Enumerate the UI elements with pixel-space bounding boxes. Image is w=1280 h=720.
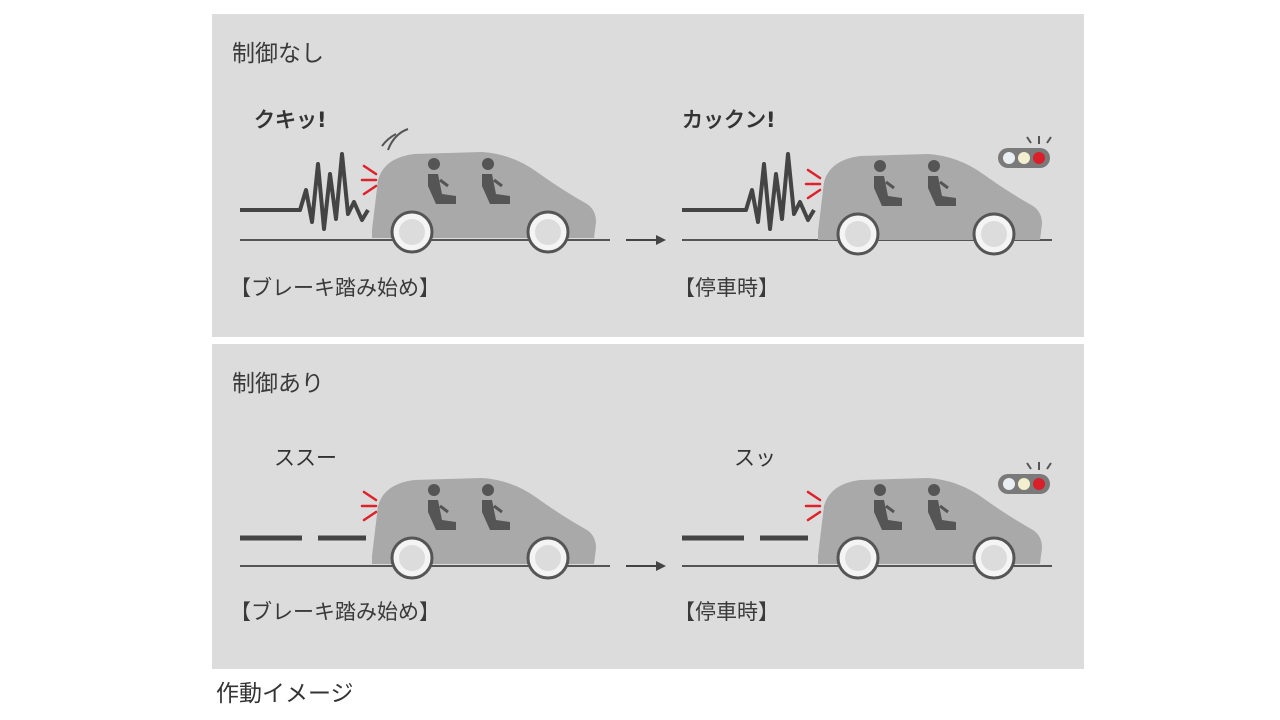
panel-without-control: 制御なし クキッ! カックン! 【ブレーキ踏み始め】 【停車時】 [212, 14, 1084, 337]
jerk-waveform [240, 152, 370, 231]
sound-effect-text: スッ [734, 446, 776, 470]
sound-effect-text: カックン! [682, 108, 776, 132]
brake-light-rays-icon [360, 164, 378, 196]
stage-label: 【停車時】 [674, 600, 779, 624]
scene-with-control [240, 461, 1052, 580]
brake-light-rays-icon [804, 168, 822, 200]
stage-label: 【ブレーキ踏み始め】 [230, 276, 440, 300]
scene-without-control [240, 128, 1052, 256]
arrow-right-icon [625, 234, 667, 246]
figure-caption: 作動イメージ [216, 681, 354, 707]
arrow-right-icon [625, 560, 667, 572]
sound-effect-text: クキッ! [254, 108, 327, 132]
traffic-light-icon [997, 461, 1052, 495]
brake-light-rays-icon [804, 490, 822, 522]
brake-light-rays-icon [360, 490, 378, 522]
sound-effect-text: ススー [274, 446, 337, 470]
traffic-light-icon [997, 135, 1052, 169]
jerk-waveform [682, 152, 816, 231]
sound-wave-icon [381, 128, 409, 151]
stage-label: 【停車時】 [674, 276, 779, 300]
stage-label: 【ブレーキ踏み始め】 [230, 600, 440, 624]
panel-with-control: 制御あり ススー スッ 【ブレーキ踏み始め】 【停車時】 [212, 344, 1084, 669]
panel-title: 制御なし [232, 41, 324, 67]
panel-title: 制御あり [232, 371, 324, 397]
